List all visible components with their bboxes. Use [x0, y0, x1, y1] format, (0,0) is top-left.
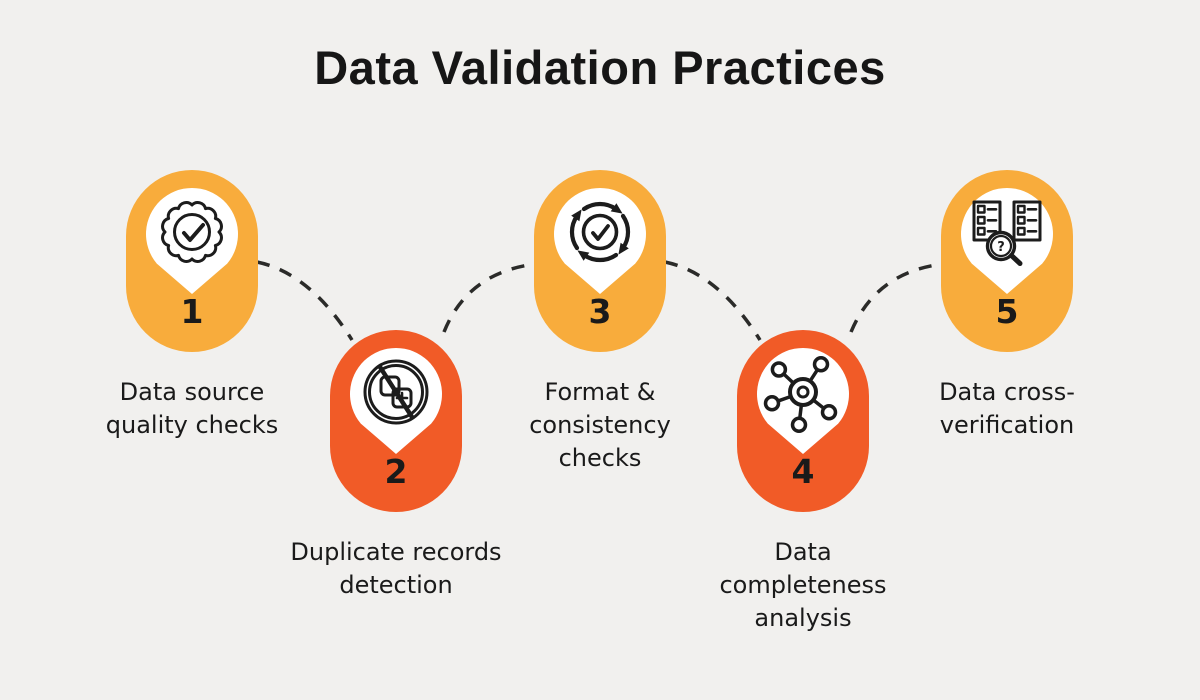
- step-number: 5: [995, 292, 1019, 331]
- map-pin-shape: [146, 187, 238, 294]
- map-pin-shape: ?: [961, 187, 1053, 294]
- svg-text:?: ?: [997, 240, 1005, 255]
- map-pin-shape: [350, 347, 442, 454]
- step-3: 3 Format & consistency checks: [529, 170, 671, 472]
- step-label: Duplicate records detection: [290, 538, 502, 599]
- page-title: Data Validation Practices: [314, 41, 886, 94]
- map-pin-shape: [757, 347, 849, 454]
- sync-check-icon: [569, 201, 631, 263]
- step-1-pill: 1: [126, 170, 258, 352]
- list-search-icon: ?: [972, 200, 1042, 266]
- connector-1-2: [256, 260, 354, 341]
- step-label: Format & consistency checks: [529, 378, 671, 472]
- step-number: 2: [384, 452, 408, 491]
- step-label: Data cross- verification: [939, 378, 1075, 439]
- step-1: 1 Data source quality checks: [106, 170, 278, 439]
- step-number: 1: [180, 292, 204, 331]
- step-2-pill: 2: [330, 330, 462, 512]
- connector-3-4: [664, 260, 762, 341]
- step-4-pill: 4: [737, 330, 869, 512]
- seal-check-icon: [161, 201, 223, 263]
- connector-2-3: [442, 262, 537, 333]
- step-number: 3: [588, 292, 612, 331]
- step-number: 4: [791, 452, 815, 491]
- step-3-pill: 3: [534, 170, 666, 352]
- no-duplicates-icon: [363, 359, 429, 425]
- step-2: 2 Duplicate records detection: [290, 330, 502, 599]
- step-4: 4 Data completeness analysis: [719, 330, 887, 632]
- step-label: Data completeness analysis: [719, 538, 887, 632]
- network-nodes-icon: [763, 356, 838, 434]
- step-label: Data source quality checks: [105, 378, 279, 439]
- step-5: ? 5 Data cross- verification: [939, 170, 1075, 439]
- step-5-pill: ? 5: [941, 170, 1073, 352]
- map-pin-shape: [554, 187, 646, 294]
- connector-4-5: [849, 262, 944, 333]
